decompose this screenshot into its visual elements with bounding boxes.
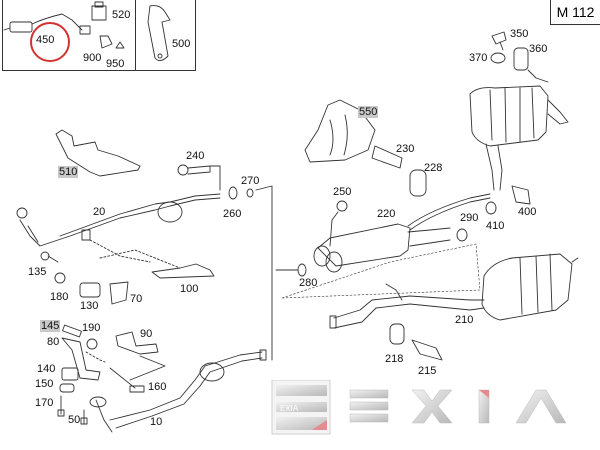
bracket-80-part[interactable] (61, 337, 101, 381)
part-label-10[interactable]: 10 (150, 416, 163, 428)
selected-part-circle (30, 22, 70, 62)
part-label-550[interactable]: 550 (358, 106, 379, 118)
svg-text:EXIA: EXIA (280, 404, 299, 413)
rubber-mount-228-part[interactable] (409, 169, 427, 197)
bracket-part[interactable] (147, 5, 171, 61)
sensor-inset-box (2, 0, 196, 71)
rear-muffler-top-part[interactable] (469, 85, 569, 191)
part-label-520[interactable]: 520 (112, 9, 131, 21)
part-label-180[interactable]: 180 (50, 291, 69, 303)
bracket-100-part[interactable] (151, 263, 215, 279)
nut-190-part[interactable] (86, 338, 98, 350)
part-label-218[interactable]: 218 (385, 353, 404, 365)
nut-180-part[interactable] (54, 272, 66, 284)
connector-part[interactable] (91, 1, 107, 21)
gasket-145-part[interactable] (62, 324, 82, 338)
part-label-370[interactable]: 370 (469, 52, 488, 64)
ring-280-part[interactable] (297, 263, 307, 277)
part-label-260[interactable]: 260 (223, 208, 242, 220)
bolt-170-part[interactable] (57, 395, 65, 417)
part-label-220[interactable]: 220 (377, 208, 396, 220)
bolt-50-part[interactable] (80, 409, 88, 425)
part-label-280[interactable]: 280 (299, 277, 318, 289)
front-pipe-part[interactable] (16, 193, 221, 247)
part-label-100[interactable]: 100 (180, 283, 199, 295)
part-label-400[interactable]: 400 (518, 206, 537, 218)
bolt-135-part[interactable] (40, 251, 59, 263)
part-label-450[interactable]: 450 (36, 34, 55, 46)
part-label-150[interactable]: 150 (35, 378, 54, 390)
gasket-part[interactable] (228, 186, 238, 200)
bracket-400-part[interactable] (511, 185, 531, 205)
ring-250-part[interactable] (336, 200, 348, 212)
part-label-350[interactable]: 350 (510, 28, 529, 40)
rear-pipe-210-part[interactable] (329, 283, 485, 329)
bracket-230-part[interactable] (371, 145, 403, 169)
clip-part[interactable] (99, 35, 113, 49)
part-label-190[interactable]: 190 (82, 322, 101, 334)
heat-shield-part[interactable] (55, 129, 141, 177)
part-label-500[interactable]: 500 (172, 38, 191, 50)
part-label-90[interactable]: 90 (140, 328, 153, 340)
part-label-410[interactable]: 410 (486, 220, 505, 232)
cap-part[interactable] (115, 41, 125, 49)
mount-140-part[interactable] (61, 367, 79, 381)
stud-350-part[interactable] (491, 31, 507, 51)
center-muffler-part[interactable] (313, 193, 491, 273)
part-label-290[interactable]: 290 (460, 212, 479, 224)
part-label-900[interactable]: 900 (83, 52, 102, 64)
part-label-70[interactable]: 70 (130, 293, 143, 305)
rubber-mount-360-part[interactable] (513, 47, 529, 71)
exia-wordmark (349, 389, 566, 424)
sleeve-150-part[interactable] (59, 383, 75, 393)
rear-muffler-bottom-part[interactable] (481, 253, 579, 321)
ring-part[interactable] (246, 188, 254, 198)
part-label-230[interactable]: 230 (396, 143, 415, 155)
part-label-170[interactable]: 170 (35, 397, 54, 409)
part-label-145[interactable]: 145 (40, 320, 61, 332)
exia-watermark-logo: EXIA (271, 380, 566, 435)
part-label-215[interactable]: 215 (418, 365, 437, 377)
bracket-215-part[interactable] (411, 339, 443, 361)
exia-badge-icon: EXIA (271, 380, 331, 435)
part-label-950[interactable]: 950 (106, 58, 125, 70)
bracket-inset-box (135, 0, 196, 70)
part-label-360[interactable]: 360 (529, 43, 548, 55)
part-label-228[interactable]: 228 (424, 162, 443, 174)
part-label-130[interactable]: 130 (80, 300, 99, 312)
part-label-240[interactable]: 240 (186, 150, 205, 162)
part-label-510[interactable]: 510 (58, 166, 79, 178)
bolt-part[interactable] (177, 164, 211, 176)
part-label-140[interactable]: 140 (37, 363, 56, 375)
bracket-70-part[interactable] (109, 281, 129, 305)
part-label-80[interactable]: 80 (47, 336, 60, 348)
part-label-135[interactable]: 135 (28, 266, 47, 278)
ring-410-part[interactable] (485, 201, 497, 215)
oxygen-sensor-part[interactable] (3, 13, 91, 35)
model-label: M 112 (550, 0, 600, 25)
bracket-90-part[interactable] (115, 331, 159, 355)
part-label-210[interactable]: 210 (455, 314, 474, 326)
rubber-mount-218-part[interactable] (389, 323, 405, 345)
part-label-20[interactable]: 20 (93, 206, 106, 218)
part-label-160[interactable]: 160 (148, 381, 167, 393)
part-label-270[interactable]: 270 (241, 175, 260, 187)
front-pipe-10-part[interactable] (89, 349, 267, 433)
heat-shield-550-part[interactable] (304, 99, 376, 163)
clip-160-part[interactable] (129, 385, 145, 393)
part-label-50[interactable]: 50 (68, 414, 81, 426)
grommet-370-part[interactable] (490, 52, 506, 64)
clamp-290-part[interactable] (456, 228, 468, 242)
part-label-250[interactable]: 250 (333, 186, 352, 198)
clamp-130-part[interactable] (79, 282, 101, 298)
